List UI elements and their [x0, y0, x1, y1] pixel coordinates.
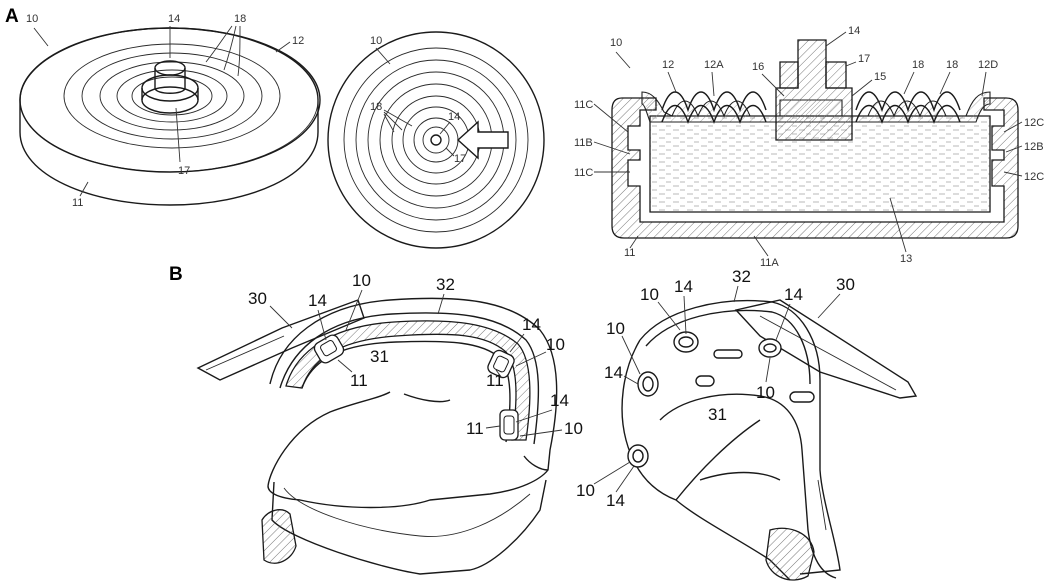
label-a-right-12a: 12A [704, 59, 724, 71]
label-a-right-12d: 12D [978, 59, 998, 71]
label-a-left-14: 14 [168, 13, 180, 25]
panel-label-a: A [5, 6, 19, 27]
label-a-right-18-a: 18 [912, 59, 924, 71]
label-a-right-15: 15 [874, 71, 886, 83]
label-a-mid-18: 18 [370, 101, 382, 113]
label-a-right-11: 11 [624, 247, 635, 259]
label-a-right-10: 10 [610, 37, 622, 49]
label-a-left-17: 17 [178, 165, 190, 177]
label-b-left-32: 32 [436, 275, 455, 294]
label-a-right-17: 17 [858, 53, 870, 65]
label-b-right-10-d: 10 [576, 481, 595, 500]
label-b-right-32: 32 [732, 267, 751, 286]
label-b-right-10-c: 10 [756, 383, 775, 402]
fig-a-cross-section [611, 39, 1019, 239]
fig-b-left-helmet [196, 297, 558, 575]
label-a-right-11b: 11B [574, 137, 593, 149]
label-b-left-10-top: 10 [352, 271, 371, 290]
label-a-left-11: 11 [72, 197, 83, 209]
label-b-left-11-b: 11 [486, 371, 504, 390]
label-b-right-14-c: 14 [604, 363, 623, 382]
label-a-right-11c-top: 11C [574, 99, 593, 111]
label-a-mid-10: 10 [370, 35, 382, 47]
fig-a-top-view-disc [327, 31, 545, 249]
label-a-left-10: 10 [26, 13, 38, 25]
label-a-right-13: 13 [900, 253, 912, 265]
label-b-left-14-b: 14 [522, 315, 541, 334]
label-a-mid-17: 17 [454, 153, 466, 165]
label-b-right-14-d: 14 [606, 491, 625, 510]
label-b-left-14-a: 14 [308, 291, 327, 310]
label-b-right-30: 30 [836, 275, 855, 294]
label-b-left-10-b: 10 [546, 335, 565, 354]
label-b-left-10-c: 10 [564, 419, 583, 438]
label-b-left-11-a: 11 [350, 371, 368, 390]
label-b-right-14-b: 14 [784, 285, 803, 304]
label-a-right-12c-top: 12C [1024, 117, 1044, 129]
label-b-right-10-a: 10 [640, 285, 659, 304]
panel-label-b: B [169, 264, 183, 285]
label-b-left-14-c: 14 [550, 391, 569, 410]
label-a-right-11a: 11A [760, 257, 779, 269]
label-b-right-10-b: 10 [606, 319, 625, 338]
label-b-right-14-a: 14 [674, 277, 693, 296]
label-a-right-16: 16 [752, 61, 764, 73]
fig-a-perspective-disc [19, 27, 321, 206]
label-a-right-12c-bot: 12C [1024, 171, 1044, 183]
label-a-right-12: 12 [662, 59, 674, 71]
label-b-left-11-c: 11 [466, 419, 484, 438]
label-a-right-18-b: 18 [946, 59, 958, 71]
label-b-left-30: 30 [248, 289, 267, 308]
label-a-mid-14: 14 [448, 111, 460, 123]
label-b-right-31: 31 [708, 405, 727, 424]
label-a-right-11c-bot: 11C [574, 167, 593, 179]
label-a-left-12: 12 [292, 35, 304, 47]
label-a-right-12b: 12B [1024, 141, 1044, 153]
fig-b-right-helmet [621, 299, 918, 581]
label-b-left-31: 31 [370, 347, 389, 366]
label-a-right-14: 14 [848, 25, 860, 37]
label-a-left-18: 18 [234, 13, 246, 25]
